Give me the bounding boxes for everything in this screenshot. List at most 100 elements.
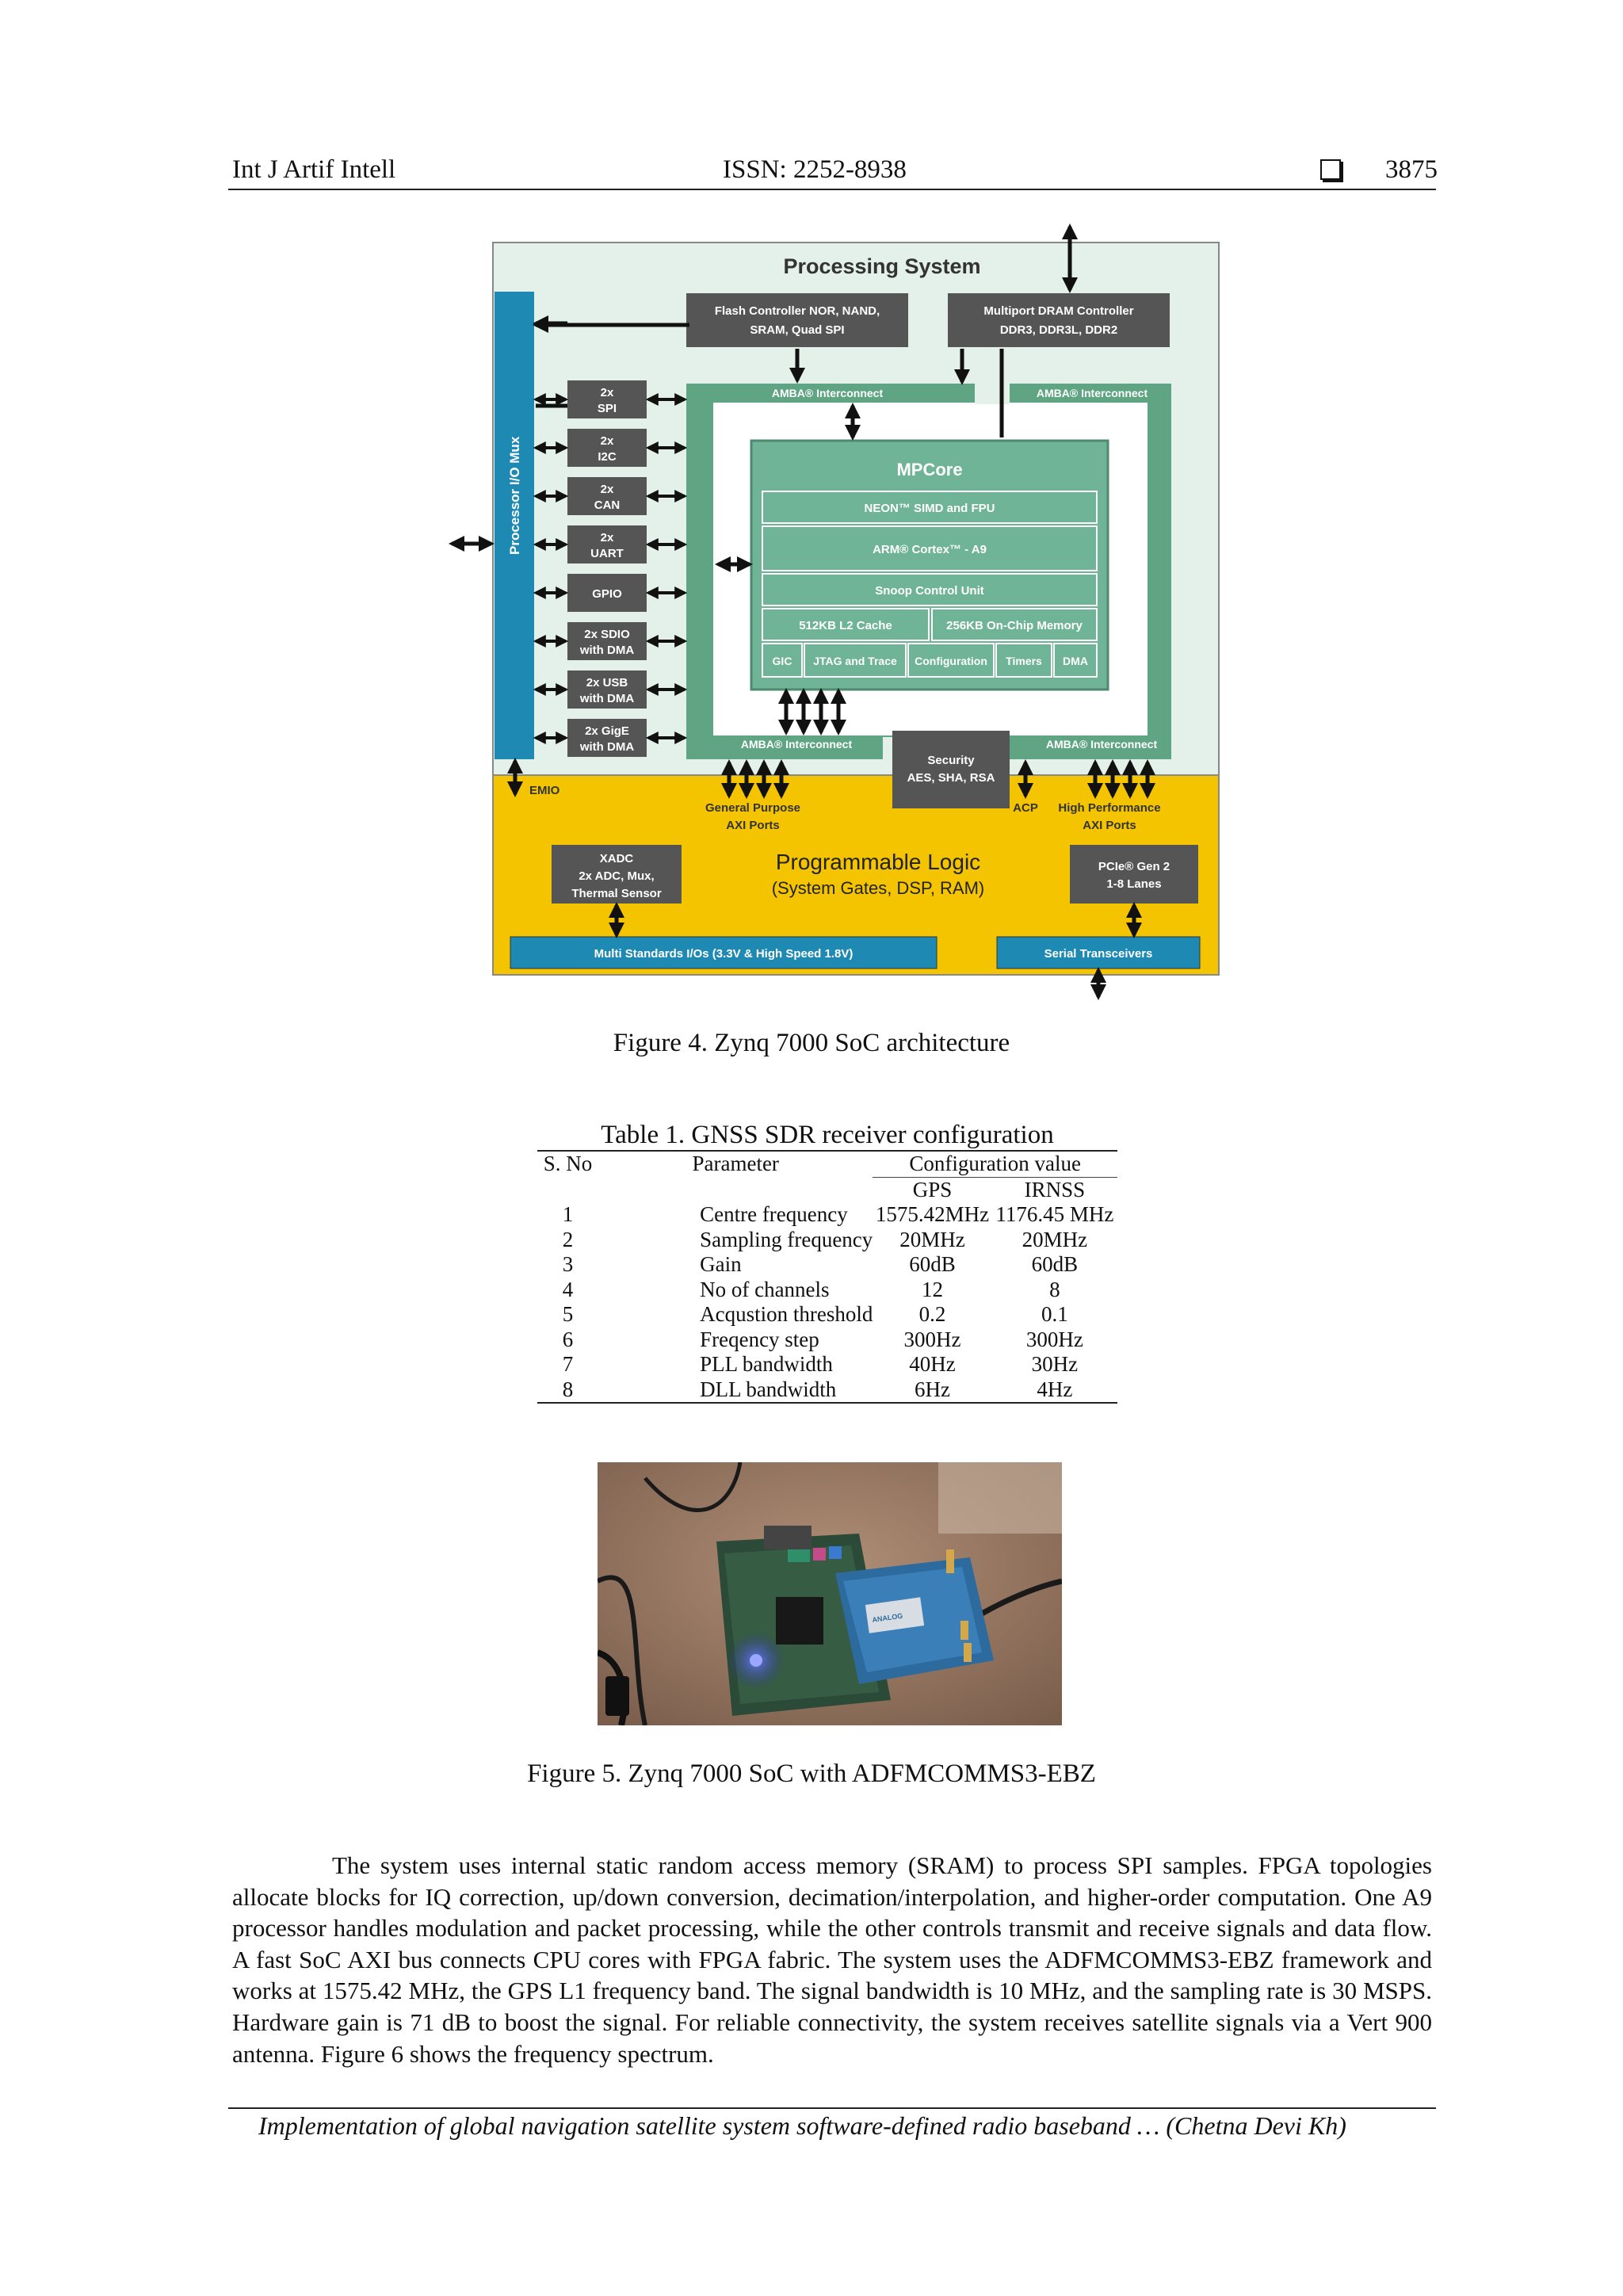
cell-gps: 40Hz <box>909 1352 956 1376</box>
cell-gps: 60dB <box>909 1252 956 1276</box>
col-sno: S. No <box>543 1152 593 1176</box>
svg-text:EMIO: EMIO <box>529 784 560 797</box>
col-irnss: IRNSS <box>1024 1177 1086 1201</box>
pcie-block <box>1070 845 1198 904</box>
svg-text:SRAM, Quad SPI: SRAM, Quad SPI <box>750 323 844 337</box>
peripheral-label: GPIO <box>592 587 622 601</box>
cell-sno: 6 <box>562 1327 574 1351</box>
dram-controller <box>948 293 1170 347</box>
peripheral-label: 2x SDIO <box>584 628 630 641</box>
col-param: Parameter <box>692 1152 779 1176</box>
multi-standard-io <box>510 936 938 969</box>
svg-text:256KB On-Chip Memory: 256KB On-Chip Memory <box>946 619 1083 632</box>
journal-name: Int J Artif Intell <box>232 155 396 184</box>
io-mux-label: Processor I/O Mux <box>507 436 522 555</box>
cell-param: Centre frequency <box>700 1202 848 1226</box>
svg-text:General Purpose: General Purpose <box>705 801 800 815</box>
col-gps: GPS <box>912 1177 953 1201</box>
cell-sno: 4 <box>562 1277 574 1301</box>
svg-text:High Performance: High Performance <box>1058 801 1160 815</box>
svg-text:MPCore: MPCore <box>896 460 962 479</box>
cell-gps: 0.2 <box>918 1302 946 1326</box>
svg-text:AMBA® Interconnect: AMBA® Interconnect <box>1037 387 1148 399</box>
cell-gps: 12 <box>922 1277 944 1301</box>
table-row: 5 Acqustion threshold 0.2 0.1 <box>537 1302 1117 1328</box>
cell-sno: 2 <box>562 1227 574 1251</box>
svg-text:DMA: DMA <box>1063 655 1088 667</box>
xadc-block <box>552 845 682 904</box>
cell-sno: 1 <box>562 1202 574 1226</box>
peripheral-label: 2x USB <box>586 676 628 690</box>
cell-param: Sampling frequency <box>700 1227 873 1251</box>
svg-text:Multi Standards I/Os (3.3V & H: Multi Standards I/Os (3.3V & High Speed … <box>594 947 854 961</box>
cell-irnss: 4Hz <box>1037 1377 1073 1401</box>
peripheral-block <box>567 670 647 709</box>
svg-text:Flash Controller NOR, NAND,: Flash Controller NOR, NAND, <box>715 304 880 318</box>
running-footer: Implementation of global navigation sate… <box>258 2111 1346 2140</box>
svg-text:ARM® Cortex™ - A9: ARM® Cortex™ - A9 <box>873 543 987 556</box>
cell-param: Acqustion threshold <box>700 1302 873 1326</box>
flash-controller <box>686 293 908 347</box>
svg-text:AMBA® Interconnect: AMBA® Interconnect <box>772 387 884 399</box>
svg-text:Programmable Logic: Programmable Logic <box>776 850 980 874</box>
cell-irnss: 1176.45 MHz <box>995 1202 1114 1226</box>
svg-text:Configuration: Configuration <box>915 655 987 667</box>
svg-text:1-8 Lanes: 1-8 Lanes <box>1106 877 1161 891</box>
cell-gps: 1575.42MHz <box>875 1202 990 1226</box>
cell-irnss: 8 <box>1049 1277 1060 1301</box>
cell-irnss: 0.1 <box>1041 1302 1068 1326</box>
cell-gps: 20MHz <box>899 1227 965 1251</box>
svg-text:DDR3, DDR3L, DDR2: DDR3, DDR3L, DDR2 <box>1000 323 1117 337</box>
peripheral-sublabel: with DMA <box>579 644 634 657</box>
svg-text:512KB L2 Cache: 512KB L2 Cache <box>799 619 892 632</box>
peripheral-label: 2x <box>601 531 614 544</box>
peripheral-block <box>567 477 647 515</box>
svg-text:Thermal Sensor: Thermal Sensor <box>571 887 662 900</box>
box-icon <box>1320 159 1341 180</box>
board-photo: ANALOG <box>598 1462 1062 1725</box>
peripheral-block <box>567 719 647 757</box>
peripheral-sublabel: CAN <box>594 499 621 512</box>
svg-text:Timers: Timers <box>1006 655 1042 667</box>
cell-irnss: 300Hz <box>1025 1327 1083 1351</box>
figure5-caption: Figure 5. Zynq 7000 SoC with ADFMCOMMS3-… <box>527 1759 1096 1788</box>
svg-text:XADC: XADC <box>600 852 634 865</box>
svg-text:AES, SHA, RSA: AES, SHA, RSA <box>907 771 995 785</box>
peripheral-sublabel: SPI <box>598 402 617 415</box>
figure4-caption: Figure 4. Zynq 7000 SoC architecture <box>613 1029 1010 1057</box>
diagram-arrows <box>449 223 1155 1000</box>
page-number: 3875 <box>1385 155 1438 184</box>
cell-gps: 6Hz <box>915 1377 951 1401</box>
cell-gps: 300Hz <box>903 1327 961 1351</box>
svg-text:AXI Ports: AXI Ports <box>726 819 780 832</box>
cell-irnss: 60dB <box>1031 1252 1079 1276</box>
peripheral-block <box>567 622 647 660</box>
svg-text:NEON™ SIMD and FPU: NEON™ SIMD and FPU <box>864 502 995 515</box>
peripheral-block <box>567 429 647 467</box>
cell-sno: 3 <box>562 1252 574 1276</box>
cell-param: DLL bandwidth <box>700 1377 837 1401</box>
processor-io-mux <box>495 292 534 759</box>
svg-text:JTAG and Trace: JTAG and Trace <box>813 655 897 667</box>
svg-text:2x ADC, Mux,: 2x ADC, Mux, <box>579 869 654 883</box>
svg-text:Serial Transceivers: Serial Transceivers <box>1044 947 1153 961</box>
cell-sno: 5 <box>562 1302 574 1326</box>
cell-param: Freqency step <box>700 1327 819 1351</box>
svg-text:AMBA® Interconnect: AMBA® Interconnect <box>741 738 853 751</box>
svg-text:ACP: ACP <box>1013 801 1038 815</box>
security-block <box>892 731 1010 808</box>
svg-text:Multiport DRAM Controller: Multiport DRAM Controller <box>983 304 1133 318</box>
svg-text:PCIe® Gen 2: PCIe® Gen 2 <box>1098 860 1170 873</box>
peripheral-sublabel: UART <box>590 547 624 560</box>
config-table: S. No Parameter Configuration value GPS … <box>537 1152 1117 1404</box>
peripheral-sublabel: with DMA <box>579 740 634 754</box>
peripheral-label: 2x <box>601 386 614 399</box>
svg-text:Snoop Control Unit: Snoop Control Unit <box>875 584 983 598</box>
